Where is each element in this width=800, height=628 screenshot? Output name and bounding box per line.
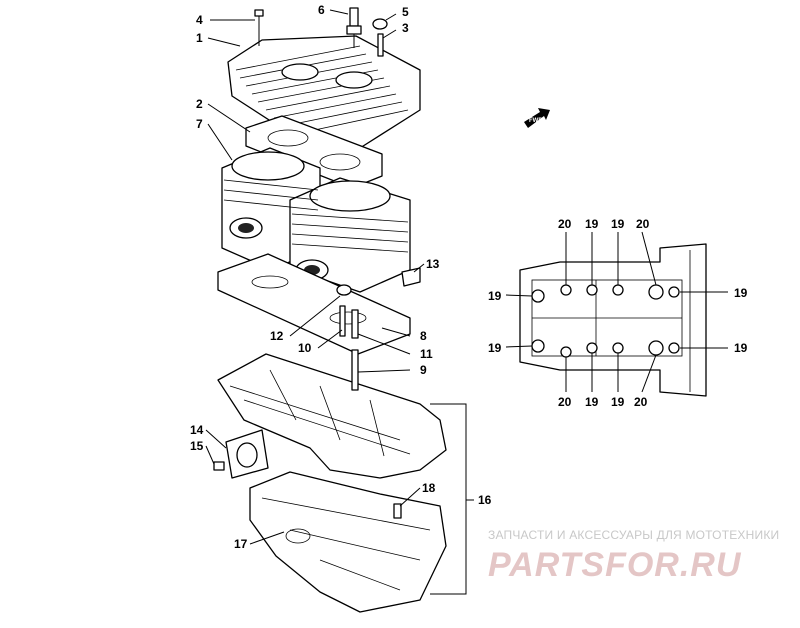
inset-callout-right-2: 19 <box>734 341 748 355</box>
forward-arrow-icon <box>524 108 550 128</box>
nut-5 <box>372 18 388 30</box>
stud-3 <box>377 33 384 57</box>
crankcase-lower <box>249 471 447 613</box>
callout-9: 9 <box>420 363 427 377</box>
callout-2: 2 <box>196 97 203 111</box>
callout-14: 14 <box>190 423 204 437</box>
inset-callout-top-3: 19 <box>611 217 625 231</box>
callout-13: 13 <box>426 257 440 271</box>
callout-3: 3 <box>402 21 409 35</box>
output-cover <box>225 429 269 479</box>
nut-12 <box>336 284 352 296</box>
inset-callout-bottom-4: 20 <box>634 395 648 409</box>
cover-bolt <box>213 461 225 471</box>
inset-callout-bottom-2: 19 <box>585 395 599 409</box>
callout-10: 10 <box>298 341 312 355</box>
callout-4: 4 <box>196 13 203 27</box>
callout-11: 11 <box>420 347 433 361</box>
crankcase-bottom-inset <box>519 243 707 397</box>
head-bolt-4 <box>254 9 264 46</box>
callout-8: 8 <box>420 329 427 343</box>
inset-callout-top-4: 20 <box>636 217 650 231</box>
callout-17: 17 <box>234 537 248 551</box>
inset-callout-top-1: 20 <box>558 217 572 231</box>
inset-callout-left-1: 19 <box>488 289 502 303</box>
base-gasket <box>217 253 411 355</box>
inset-callout-bottom-1: 20 <box>558 395 572 409</box>
callout-5: 5 <box>402 5 409 19</box>
inset-callout-right-1: 19 <box>734 286 748 300</box>
callout-6: 6 <box>318 3 325 17</box>
leader-lines <box>205 9 474 595</box>
fwd-label: FWD <box>529 118 543 124</box>
dowel-18 <box>393 503 402 519</box>
callout-15: 15 <box>190 439 204 453</box>
callout-16: 16 <box>478 493 492 507</box>
watermark-logo: PARTSFOR.RU <box>488 546 742 584</box>
spark-plug-6 <box>346 7 362 48</box>
head-gasket <box>245 115 383 189</box>
stud-9 <box>351 349 359 391</box>
stud-10 <box>339 305 346 337</box>
inset-callout-top-2: 19 <box>585 217 599 231</box>
acorn-nut-13 <box>401 267 421 287</box>
crankcase-upper <box>217 353 447 479</box>
watermark-caption: ЗАПЧАСТИ И АКСЕССУАРЫ ДЛЯ МОТОТЕХНИКИ <box>488 528 780 542</box>
callout-12: 12 <box>270 329 284 343</box>
inset-leader-lines <box>505 231 728 393</box>
callout-18: 18 <box>422 481 436 495</box>
inset-callout-left-2: 19 <box>488 341 502 355</box>
stud-11 <box>351 309 359 339</box>
inset-callout-bottom-3: 19 <box>611 395 625 409</box>
callout-1: 1 <box>196 31 203 45</box>
callout-7: 7 <box>196 117 203 131</box>
